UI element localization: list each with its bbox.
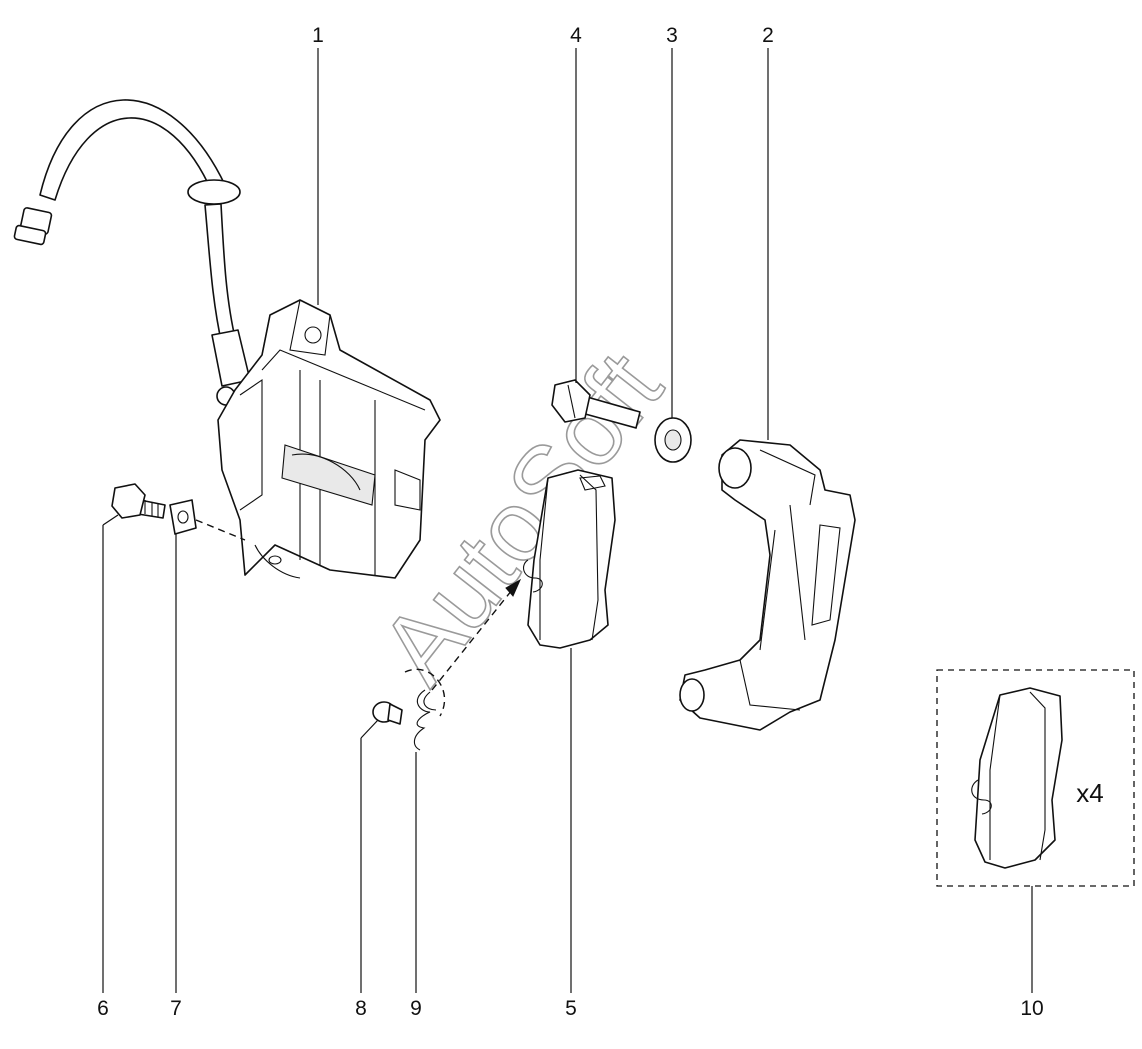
brake-pad-kit-10 [971, 687, 1063, 869]
callout-9: 9 [410, 997, 422, 1020]
brake-pad-5 [522, 469, 616, 649]
callout-2: 2 [762, 24, 774, 47]
guide-pin-4 [551, 379, 641, 429]
leader-lines [102, 48, 1033, 993]
callout-5: 5 [565, 997, 577, 1020]
plug-8 [372, 701, 403, 725]
callout-3: 3 [666, 24, 678, 47]
brake-caliper-body [13, 99, 441, 579]
guide-bolt-6 [111, 483, 166, 519]
callout-10: 10 [1020, 997, 1043, 1020]
callout-1: 1 [312, 24, 324, 47]
bushing-3 [654, 417, 692, 463]
washer-7 [169, 499, 197, 535]
callout-4: 4 [570, 24, 582, 47]
kit-quantity-label: x4 [1076, 778, 1103, 808]
caliper-bracket-2 [679, 439, 856, 731]
callout-7: 7 [170, 997, 182, 1020]
pad-kit-frame [936, 669, 1135, 887]
spring-clip-9 [413, 689, 437, 751]
callout-8: 8 [355, 997, 367, 1020]
callout-6: 6 [97, 997, 109, 1020]
